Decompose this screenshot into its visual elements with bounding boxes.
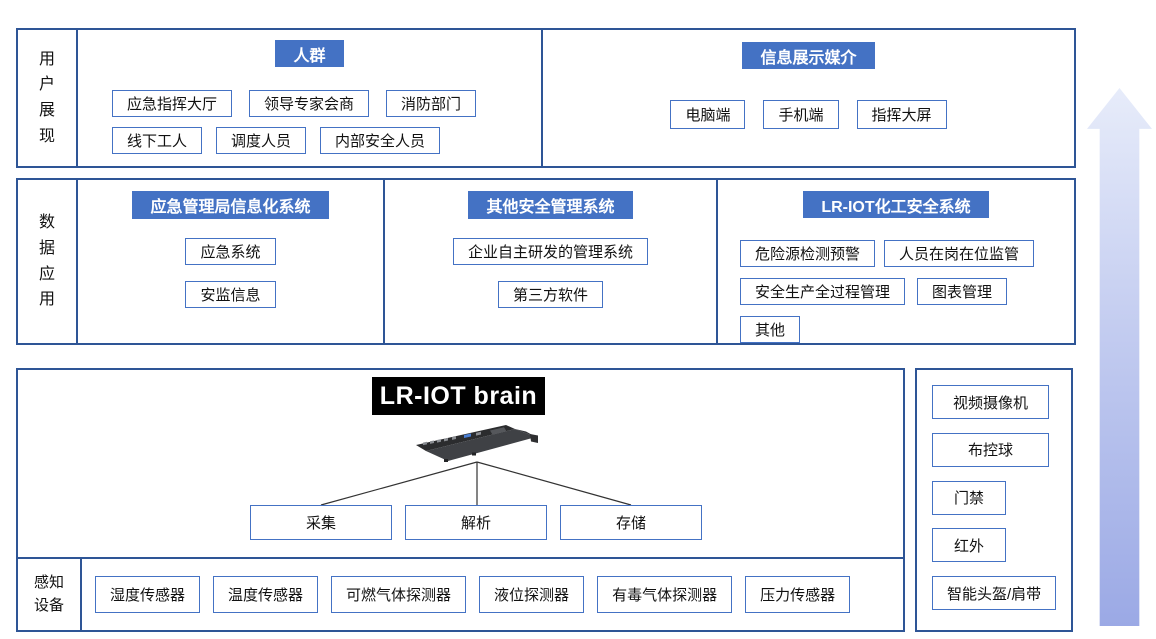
side-label-data-application: 数据应用	[18, 180, 78, 343]
device-box: 智能头盔/肩带	[932, 576, 1057, 610]
crowd-row-1: 应急指挥大厅 领导专家会商 消防部门	[112, 90, 541, 117]
media-box: 手机端	[763, 100, 839, 129]
brain-header: LR-IOT brain	[372, 377, 545, 415]
feature-box: 人员在岗在位监管	[884, 240, 1035, 267]
sensor-box: 有毒气体探测器	[597, 576, 733, 613]
side-label-text: 感知设备	[33, 574, 64, 614]
sensor-box: 液位探测器	[479, 576, 585, 613]
data-column-emergency: 应急管理局信息化系统 应急系统 安监信息	[78, 180, 385, 343]
media-box: 指挥大屏	[856, 100, 947, 129]
sensor-box: 温度传感器	[213, 576, 319, 613]
data-column-lriot: LR-IOT化工安全系统 危险源检测预警 人员在岗在位监管 安全生产全过程管理 …	[718, 180, 1074, 343]
sensor-strip: 感知设备 湿度传感器 温度传感器 可燃气体探测器 液位探测器 有毒气体探测器 压…	[18, 557, 903, 630]
user-box: 应急指挥大厅	[112, 90, 233, 117]
device-box: 红外	[932, 528, 1006, 563]
section-data-layer: 数据应用 应急管理局信息化系统 应急系统 安监信息 其他安全管理系统 企业自主研…	[16, 178, 1076, 345]
device-column: 视频摄像机 布控球 门禁 红外 智能头盔/肩带	[915, 368, 1073, 632]
sensor-box: 可燃气体探测器	[331, 576, 467, 613]
system-box: 企业自主研发的管理系统	[452, 238, 648, 265]
data-column-other-safety: 其他安全管理系统 企业自主研发的管理系统 第三方软件	[385, 180, 718, 343]
group-header-media: 信息展示媒介	[742, 42, 875, 69]
feature-row-2: 安全生产全过程管理 图表管理	[740, 278, 1074, 305]
sensor-row: 湿度传感器 温度传感器 可燃气体探测器 液位探测器 有毒气体探测器 压力传感器	[82, 559, 903, 630]
crowd-row-2: 线下工人 调度人员 内部安全人员	[112, 127, 541, 154]
media-box: 电脑端	[670, 100, 746, 129]
user-box: 领导专家会商	[249, 90, 370, 117]
device-box: 门禁	[932, 480, 1006, 515]
feature-box: 危险源检测预警	[740, 240, 876, 267]
column-header-lriot: LR-IOT化工安全系统	[803, 191, 989, 218]
side-label-user-display: 用户展现	[18, 30, 78, 166]
feature-row-1: 危险源检测预警 人员在岗在位监管	[740, 240, 1074, 267]
feature-box: 图表管理	[917, 278, 1008, 305]
sensor-box: 压力传感器	[745, 576, 851, 613]
device-box: 布控球	[932, 432, 1049, 467]
process-box: 解析	[405, 505, 547, 540]
server-device-image	[416, 425, 538, 462]
process-box: 采集	[250, 505, 392, 540]
feature-row-3: 其他	[740, 316, 1074, 343]
sensor-box: 湿度传感器	[95, 576, 201, 613]
system-box: 应急系统	[185, 238, 276, 265]
group-header-crowd: 人群	[275, 40, 344, 67]
side-label-perception-devices: 感知设备	[18, 559, 82, 630]
user-box: 消防部门	[386, 90, 477, 117]
feature-box: 安全生产全过程管理	[740, 278, 906, 305]
system-box: 第三方软件	[497, 281, 603, 308]
section-user-layer: 用户展现 人群 应急指挥大厅 领导专家会商 消防部门 线下工人 调度人员 内部安…	[16, 28, 1076, 168]
media-group: 信息展示媒介 电脑端 手机端 指挥大屏	[543, 30, 1074, 166]
device-box: 视频摄像机	[932, 385, 1049, 419]
user-box: 线下工人	[112, 127, 203, 154]
connector-lines	[320, 461, 632, 506]
feature-box: 其他	[740, 316, 801, 343]
column-header-other-safety: 其他安全管理系统	[468, 191, 633, 219]
up-arrow	[1087, 88, 1152, 626]
crowd-group: 人群 应急指挥大厅 领导专家会商 消防部门 线下工人 调度人员 内部安全人员	[78, 30, 543, 166]
side-label-text: 数据应用	[38, 214, 55, 309]
side-label-text: 用户展现	[38, 50, 55, 145]
system-box: 安监信息	[185, 281, 276, 308]
user-box: 调度人员	[216, 127, 307, 154]
user-box: 内部安全人员	[320, 127, 441, 154]
column-header-emergency: 应急管理局信息化系统	[132, 191, 329, 219]
section-perception-layer: LR-IOT brain 采集	[16, 368, 905, 632]
media-row: 电脑端 手机端 指挥大屏	[670, 100, 947, 129]
process-box: 存储	[560, 505, 702, 540]
